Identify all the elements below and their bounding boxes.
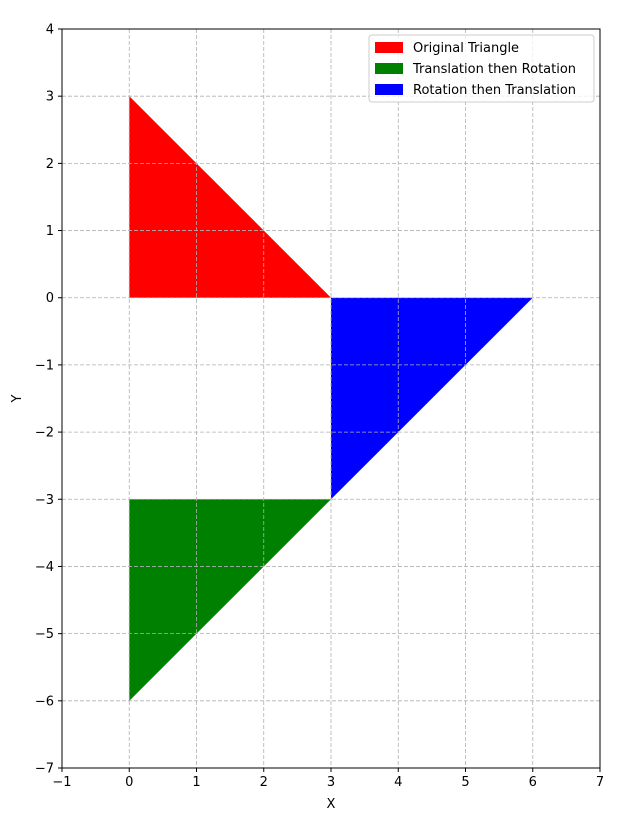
legend-swatch <box>375 63 403 74</box>
x-tick-label: 7 <box>596 775 604 790</box>
y-tick-label: −4 <box>35 560 54 575</box>
y-axis-label: Y <box>10 394 25 403</box>
legend-swatch <box>375 84 403 95</box>
x-tick-label: 4 <box>394 775 402 790</box>
x-tick-label: 3 <box>327 775 335 790</box>
y-tick-label: 1 <box>46 224 54 239</box>
x-tick-label: 1 <box>192 775 200 790</box>
y-tick-label: −5 <box>35 627 54 642</box>
y-tick-label: 3 <box>46 90 54 105</box>
y-tick-label: −1 <box>35 358 54 373</box>
y-tick-label: 2 <box>46 157 54 172</box>
tick-layer: −1 0 1 2 3 4 5 6 7 −7 −6 −5 −4 −3 −2 −1 0 1 2 3 4 <box>35 23 604 791</box>
legend-entry-label: Original Triangle <box>413 41 519 56</box>
x-tick-label: 2 <box>260 775 268 790</box>
y-tick-label: 0 <box>46 291 54 306</box>
legend-swatch <box>375 42 403 53</box>
x-tick-label: −1 <box>52 775 71 790</box>
series-triangle-0 <box>129 96 331 298</box>
y-tick-label: −2 <box>35 426 54 441</box>
legend-box <box>368 34 595 103</box>
y-tick-label: −3 <box>35 493 54 508</box>
y-tick-label: −7 <box>35 762 54 777</box>
y-tick-label: 4 <box>46 23 54 38</box>
x-tick-label: 0 <box>125 775 133 790</box>
y-tick-label: −6 <box>35 694 54 709</box>
series-triangle-1 <box>129 499 331 701</box>
x-axis-label: X <box>327 797 336 812</box>
series-layer <box>129 96 533 701</box>
legend-entry-label: Rotation then Translation <box>413 83 576 98</box>
x-tick-label: 6 <box>529 775 537 790</box>
x-tick-label: 5 <box>461 775 469 790</box>
legend-entry-label: Translation then Rotation <box>412 62 576 77</box>
series-triangle-2 <box>331 297 533 500</box>
